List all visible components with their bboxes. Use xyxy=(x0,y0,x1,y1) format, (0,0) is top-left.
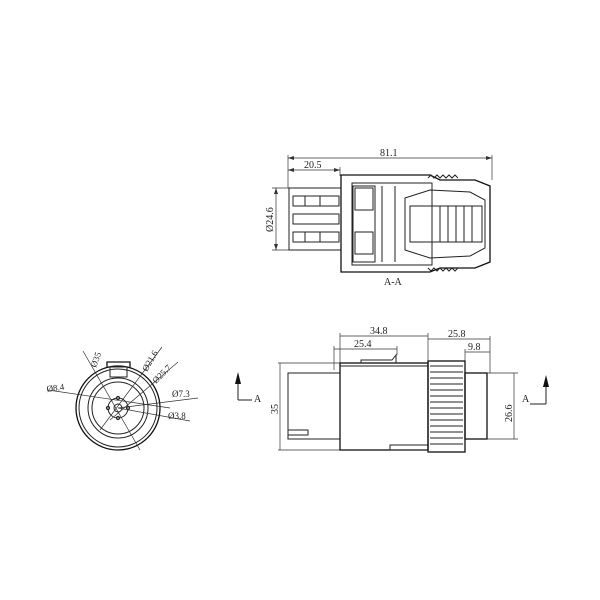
dim-body-length: 34.8 xyxy=(370,326,388,337)
section-view-a-a: 81.1 20.5 Ø24.6 xyxy=(265,148,493,288)
dim-front-length: 20.5 xyxy=(304,160,322,171)
dim-overall-length: 81.1 xyxy=(380,148,398,159)
dim-d6: Ø3.8 xyxy=(168,411,186,421)
front-view: Ø35 Ø21.6 Ø25.7 Ø8.4 Ø7.3 Ø3.8 xyxy=(46,346,199,451)
dim-latch-length: 25.4 xyxy=(354,339,372,350)
dim-tail-height: 26.6 xyxy=(504,405,515,423)
knurl-lines xyxy=(430,365,463,445)
dim-d1: Ø35 xyxy=(88,350,103,368)
dim-tail-length: 9.8 xyxy=(468,342,481,353)
section-marker-left: A xyxy=(254,394,262,405)
dim-d4: Ø8.4 xyxy=(46,382,65,394)
section-label: A-A xyxy=(384,277,403,288)
section-marker-right: A xyxy=(522,394,530,405)
dim-d5: Ø7.3 xyxy=(172,389,190,399)
dim-diameter: Ø24.6 xyxy=(265,207,276,232)
dim-d2: Ø21.6 xyxy=(140,348,160,373)
dim-height: 35 xyxy=(270,404,281,414)
side-view: A A 35 xyxy=(235,326,549,453)
dim-nut-length: 25.8 xyxy=(448,329,466,340)
dim-d3: Ø25.7 xyxy=(150,362,173,385)
